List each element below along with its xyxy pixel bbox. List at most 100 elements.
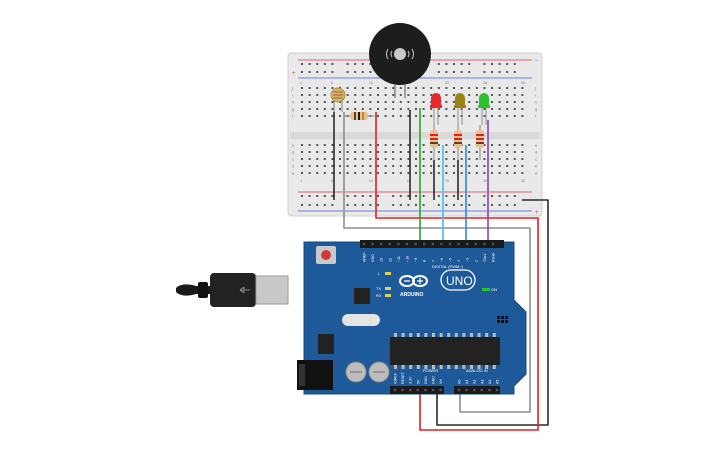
- column-number: 25: [483, 179, 487, 183]
- piezo-buzzer: [369, 23, 431, 98]
- analog-label: ANALOG IN: [466, 368, 488, 373]
- column-number: 30: [521, 81, 525, 85]
- capacitors: [345, 361, 390, 383]
- pin-label: GND: [371, 254, 375, 262]
- pin-label: ~6: [440, 258, 444, 262]
- row-letter: i: [535, 93, 536, 98]
- row-letter: f: [292, 114, 294, 119]
- crystal-oscillator: [342, 314, 380, 326]
- pin-label: 4: [457, 260, 461, 262]
- l-label: L: [378, 271, 381, 276]
- pin-label: A1: [465, 380, 469, 384]
- resistor-yellow-led: [454, 125, 462, 160]
- row-letter: g: [292, 107, 294, 112]
- yellow-led: [454, 93, 466, 125]
- pin-label: ~9: [414, 258, 418, 262]
- row-letter: h: [292, 100, 294, 105]
- digital-label: DIGITAL (PWM~): [432, 264, 464, 269]
- column-number: 15: [407, 179, 411, 183]
- pin-label: A3: [480, 380, 484, 384]
- pin-label: A5: [496, 380, 500, 384]
- row-letter: f: [535, 114, 537, 119]
- wires: [333, 108, 549, 431]
- pin-label: Vin: [439, 379, 443, 384]
- column-number: 20: [445, 179, 449, 183]
- row-letter: h: [535, 100, 537, 105]
- pin-label: 2: [474, 260, 478, 262]
- usb-cable: [176, 273, 289, 307]
- pin-label: RESET: [401, 371, 405, 384]
- pin-label: 7: [431, 260, 435, 262]
- pin-label: A2: [473, 380, 477, 384]
- pin-label: 12: [388, 258, 392, 262]
- row-letter: a: [535, 171, 538, 176]
- column-number: 5: [331, 81, 333, 85]
- pin-label: 13: [380, 258, 384, 262]
- column-number: 25: [483, 81, 487, 85]
- row-letter: d: [292, 150, 294, 155]
- column-number: 10: [369, 179, 373, 183]
- column-number: 30: [521, 179, 525, 183]
- column-number: 1: [301, 81, 303, 85]
- led-group: [430, 93, 490, 125]
- arduino-logo: ARDUINO: [399, 275, 428, 298]
- voltage-regulator: [318, 334, 334, 354]
- pin-label: AREF: [363, 252, 367, 262]
- column-number: 10: [369, 81, 373, 85]
- pin-label: ~10: [406, 256, 410, 262]
- rx-led-indicator: [385, 294, 391, 297]
- green-led: [478, 93, 490, 125]
- icsp-header: [497, 316, 508, 323]
- row-letter: e: [292, 143, 295, 148]
- digital-pin-labels: AREF GND 13 12 ~11 ~10 ~9 8 7 ~6 ~5 4 ~3 2 TX▸1 RX◂0: [363, 242, 496, 262]
- dc-power-jack: [297, 360, 333, 390]
- row-letter: j: [291, 86, 293, 91]
- gray-wire-analog: [343, 112, 531, 413]
- row-letter: d: [535, 150, 537, 155]
- pin-label: ~3: [466, 258, 470, 262]
- pin-label: 3.3V: [409, 376, 413, 384]
- red-led: [430, 93, 442, 125]
- pin-label: ~5: [449, 258, 453, 262]
- row-letter: a: [292, 171, 295, 176]
- on-led-indicator: [482, 288, 490, 291]
- led-resistors: [430, 125, 484, 160]
- pin-label: TX▸1: [483, 254, 487, 262]
- column-number: 5: [331, 179, 333, 183]
- pin-label: RX◂0: [492, 253, 496, 262]
- row-letter: c: [292, 157, 294, 162]
- resistor-green-led: [476, 125, 484, 160]
- power-label: POWER: [423, 368, 438, 373]
- pulldown-resistor: [344, 112, 376, 120]
- row-letter: g: [535, 107, 537, 112]
- pin-label: A4: [488, 380, 492, 384]
- pin-label: 8: [423, 260, 427, 262]
- row-letter: e: [535, 143, 538, 148]
- row-letter: c: [535, 157, 537, 162]
- resistor-red-led: [430, 125, 438, 160]
- breadboard: jjiihhggffeeddccbbaa11551010151520202525…: [287, 52, 543, 217]
- row-letter: b: [292, 164, 295, 169]
- row-letter: b: [535, 164, 538, 169]
- row-letter: j: [534, 86, 536, 91]
- tx-label: TX: [376, 286, 381, 291]
- analog-header: [454, 386, 500, 394]
- reset-button[interactable]: [316, 246, 336, 264]
- black-wire-rail: [436, 199, 549, 426]
- pin-label: ~11: [397, 256, 401, 262]
- rail-plus-label: +: [292, 71, 296, 77]
- column-number: 1: [301, 179, 303, 183]
- pin-label: IOREF: [394, 372, 398, 384]
- rail-minus-label: −: [535, 58, 539, 64]
- row-letter: i: [292, 93, 293, 98]
- pin-label: 5V: [416, 379, 420, 384]
- column-number: 20: [445, 81, 449, 85]
- pin-label: GND: [432, 376, 436, 384]
- photoresistor: [330, 87, 346, 112]
- pin-label: GND: [424, 376, 428, 384]
- breadboard-holes: [301, 63, 524, 206]
- tx-led-indicator: [385, 287, 391, 290]
